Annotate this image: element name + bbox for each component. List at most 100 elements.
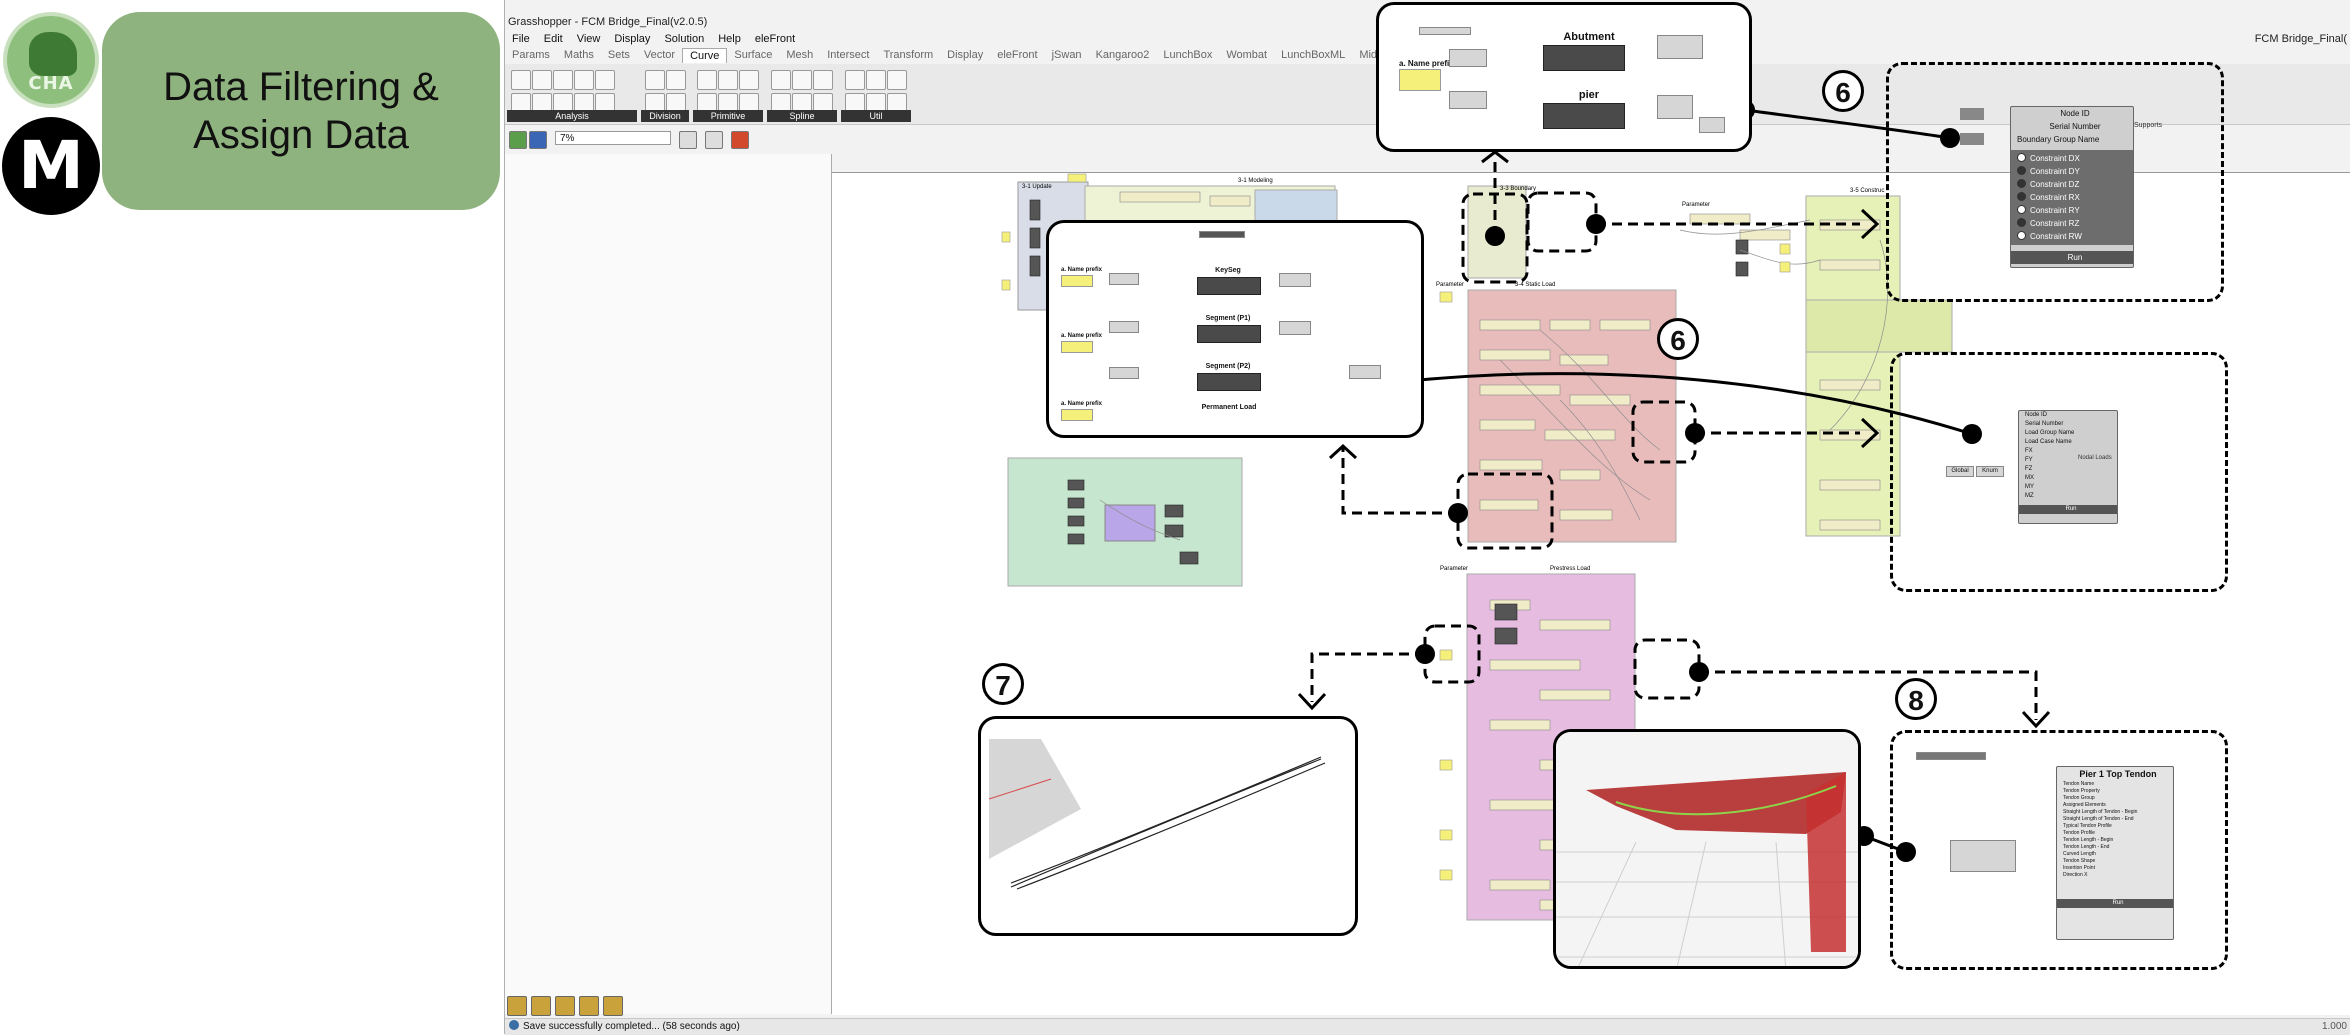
purple-node[interactable] — [1104, 504, 1156, 542]
pier-component[interactable] — [1543, 103, 1625, 129]
tendon-input-panel[interactable] — [1950, 840, 2016, 872]
name-prefix-panel[interactable] — [1061, 409, 1093, 421]
zoom-select[interactable]: 7% — [555, 131, 671, 145]
save-file-icon[interactable] — [529, 131, 547, 149]
preview-eye-icon[interactable] — [705, 131, 723, 149]
knum-toggle[interactable]: Knum — [1976, 466, 2004, 477]
widget-icon[interactable] — [555, 996, 575, 1016]
tendon-component[interactable]: Pier 1 Top Tendon Tendon Name Tendon Pro… — [2056, 766, 2174, 940]
component-node[interactable] — [1449, 91, 1487, 109]
curve-spline-icon[interactable] — [813, 70, 833, 90]
sketch-pen-icon[interactable] — [731, 131, 749, 149]
constraint-dy-toggle[interactable]: Constraint DY — [2011, 165, 2133, 178]
menu-display[interactable]: Display — [614, 33, 651, 45]
name-prefix-panel[interactable] — [1399, 69, 1441, 91]
curve-spline-icon[interactable] — [771, 70, 791, 90]
constraint-rz-toggle[interactable]: Constraint RZ — [2011, 217, 2133, 230]
component-node[interactable] — [1449, 49, 1487, 67]
curve-util-icon[interactable] — [866, 70, 886, 90]
menu-file[interactable]: File — [512, 33, 530, 45]
component-node[interactable] — [1279, 273, 1311, 287]
menu-solution[interactable]: Solution — [664, 33, 705, 45]
tab-lunchboxml[interactable]: LunchBoxML — [1281, 49, 1346, 61]
component-node[interactable] — [1109, 321, 1139, 333]
slider-component[interactable] — [1916, 752, 1986, 760]
curve-primitive-icon[interactable] — [718, 70, 738, 90]
curve-primitive-icon[interactable] — [697, 70, 717, 90]
widget-icon[interactable] — [531, 996, 551, 1016]
segment-p2-component[interactable] — [1197, 373, 1261, 391]
tab-intersect[interactable]: Intersect — [827, 49, 870, 61]
supports-component[interactable]: Node ID Serial Number Boundary Group Nam… — [2010, 106, 2134, 268]
callout-3d-model — [1553, 729, 1861, 969]
tab-display[interactable]: Display — [947, 49, 984, 61]
abutment-component[interactable] — [1543, 45, 1625, 71]
tab-wombat[interactable]: Wombat — [1226, 49, 1268, 61]
curve-util-icon[interactable] — [845, 70, 865, 90]
zoom-extents-icon[interactable] — [679, 131, 697, 149]
radio-icon — [2017, 231, 2026, 240]
tab-transform[interactable]: Transform — [883, 49, 934, 61]
segment-p1-component[interactable] — [1197, 325, 1261, 343]
name-prefix-panel[interactable] — [1061, 341, 1093, 353]
tab-jswan[interactable]: jSwan — [1051, 49, 1082, 61]
menu-view[interactable]: View — [576, 33, 601, 45]
curve-analysis-icon[interactable] — [595, 70, 615, 90]
curve-spline-icon[interactable] — [792, 70, 812, 90]
curve-analysis-icon[interactable] — [553, 70, 573, 90]
tab-lunchbox[interactable]: LunchBox — [1163, 49, 1213, 61]
slider-component[interactable] — [1199, 231, 1245, 238]
widget-icon[interactable] — [603, 996, 623, 1016]
input-param-node[interactable] — [1960, 108, 1984, 120]
curve-division-icon[interactable] — [645, 70, 665, 90]
group-construction[interactable] — [1805, 195, 1901, 537]
widget-icon[interactable] — [579, 996, 599, 1016]
global-toggle[interactable]: Global — [1946, 466, 1974, 477]
tab-kangaroo2[interactable]: Kangaroo2 — [1095, 49, 1150, 61]
menu-edit[interactable]: Edit — [543, 33, 563, 45]
curve-analysis-icon[interactable] — [532, 70, 552, 90]
component-node[interactable] — [1349, 365, 1381, 379]
keyseg-component[interactable] — [1197, 277, 1261, 295]
name-prefix-panel[interactable] — [1061, 275, 1093, 287]
component-node[interactable] — [1109, 273, 1139, 285]
curve-division-icon[interactable] — [666, 70, 686, 90]
open-file-icon[interactable] — [509, 131, 527, 149]
menu-elefront[interactable]: eleFront — [754, 33, 796, 45]
output-component[interactable] — [1657, 35, 1703, 59]
tab-surface[interactable]: Surface — [734, 49, 773, 61]
group-construction-sub[interactable] — [1805, 299, 1953, 353]
window-title: Grasshopper - FCM Bridge_Final(v2.0.5) — [508, 16, 708, 28]
tab-sets[interactable]: Sets — [607, 49, 630, 61]
curve-util-icon[interactable] — [887, 70, 907, 90]
constraint-rx-toggle[interactable]: Constraint RX — [2011, 191, 2133, 204]
nodal-run-button[interactable]: Run — [2019, 505, 2117, 514]
tab-params[interactable]: Params — [512, 49, 550, 61]
tab-mesh[interactable]: Mesh — [786, 49, 814, 61]
tab-vector[interactable]: Vector — [643, 49, 676, 61]
curve-analysis-icon[interactable] — [574, 70, 594, 90]
component-node[interactable] — [1109, 367, 1139, 379]
curve-analysis-icon[interactable] — [511, 70, 531, 90]
constraint-dx-toggle[interactable]: Constraint DX — [2011, 152, 2133, 165]
input-param-node[interactable] — [1960, 133, 1984, 145]
nodal-loads-component[interactable]: Node ID Serial Number Load Group Name Lo… — [2018, 410, 2118, 524]
slider-component[interactable] — [1419, 27, 1471, 35]
tab-elefront[interactable]: eleFront — [997, 49, 1038, 61]
tab-maths[interactable]: Maths — [563, 49, 594, 61]
supports-run-button[interactable]: Run — [2011, 251, 2133, 264]
tab-curve[interactable]: Curve — [682, 48, 728, 63]
constraint-dz-toggle[interactable]: Constraint DZ — [2011, 178, 2133, 191]
output-component[interactable] — [1657, 95, 1693, 119]
tendon-run-button[interactable]: Run — [2057, 899, 2173, 908]
constraint-rw-toggle[interactable]: Constraint RW — [2011, 230, 2133, 243]
widget-icon[interactable] — [507, 996, 527, 1016]
abutment-title: Abutment — [1563, 31, 1615, 43]
tendon-row: Tendon Property — [2063, 788, 2100, 794]
tendon-title: Pier 1 Top Tendon — [2079, 769, 2157, 779]
component-node[interactable] — [1279, 321, 1311, 335]
curve-primitive-icon[interactable] — [739, 70, 759, 90]
constraint-ry-toggle[interactable]: Constraint RY — [2011, 204, 2133, 217]
output-component[interactable] — [1699, 117, 1725, 133]
menu-help[interactable]: Help — [718, 33, 741, 45]
